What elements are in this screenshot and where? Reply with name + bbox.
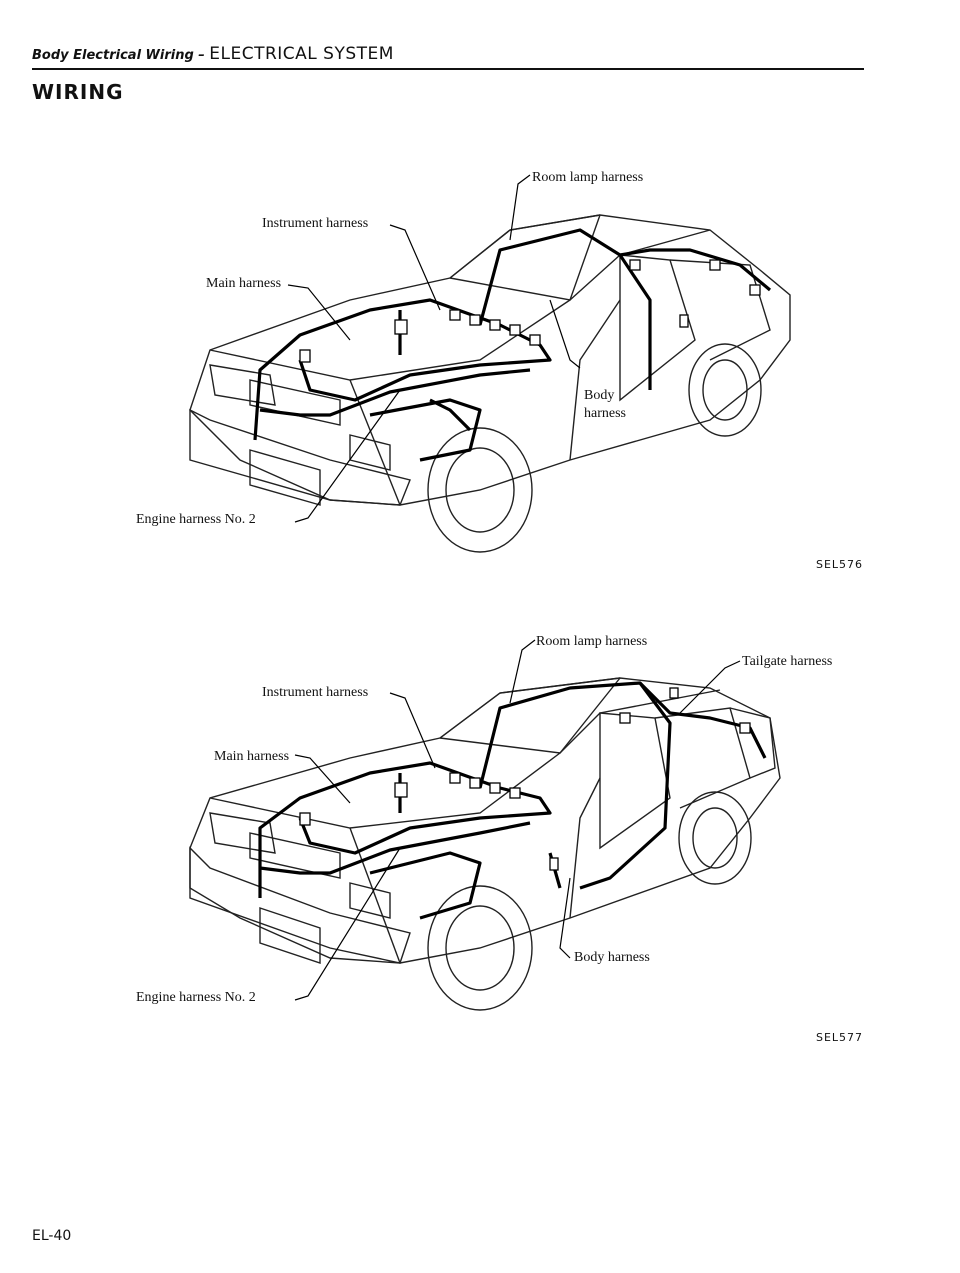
figure-sedan: Room lamp harness Instrument harness Mai… bbox=[136, 160, 870, 580]
engine-harness-label: Engine harness No. 2 bbox=[136, 990, 256, 1005]
figure-code: SEL576 bbox=[816, 558, 864, 571]
wagon-wiring-illustration bbox=[189, 639, 781, 1011]
body-harness-label-line2: harness bbox=[584, 406, 626, 421]
header-rule bbox=[32, 68, 864, 70]
room-lamp-harness-label: Room lamp harness bbox=[532, 170, 644, 185]
tailgate-harness-label: Tailgate harness bbox=[742, 654, 833, 669]
page-header: Body Electrical Wiring – ELECTRICAL SYST… bbox=[32, 44, 864, 64]
instrument-harness-label: Instrument harness bbox=[262, 216, 369, 231]
main-harness-label: Main harness bbox=[206, 276, 282, 291]
figure-wagon: Room lamp harness Tailgate harness Instr… bbox=[136, 628, 870, 1068]
body-harness-label-line1: Body bbox=[584, 388, 615, 403]
instrument-harness-label: Instrument harness bbox=[262, 685, 369, 700]
chapter-title: ELECTRICAL SYSTEM bbox=[209, 44, 394, 64]
engine-harness-label: Engine harness No. 2 bbox=[136, 512, 256, 527]
page-number: EL-40 bbox=[32, 1228, 72, 1244]
figure-code: SEL577 bbox=[816, 1031, 864, 1044]
body-harness-label: Body harness bbox=[574, 950, 650, 965]
sedan-wiring-illustration bbox=[189, 174, 791, 553]
main-harness-label: Main harness bbox=[214, 749, 290, 764]
section-name: Body Electrical Wiring – bbox=[32, 48, 205, 63]
page-title: WIRING bbox=[32, 80, 124, 104]
room-lamp-harness-label: Room lamp harness bbox=[536, 634, 648, 649]
